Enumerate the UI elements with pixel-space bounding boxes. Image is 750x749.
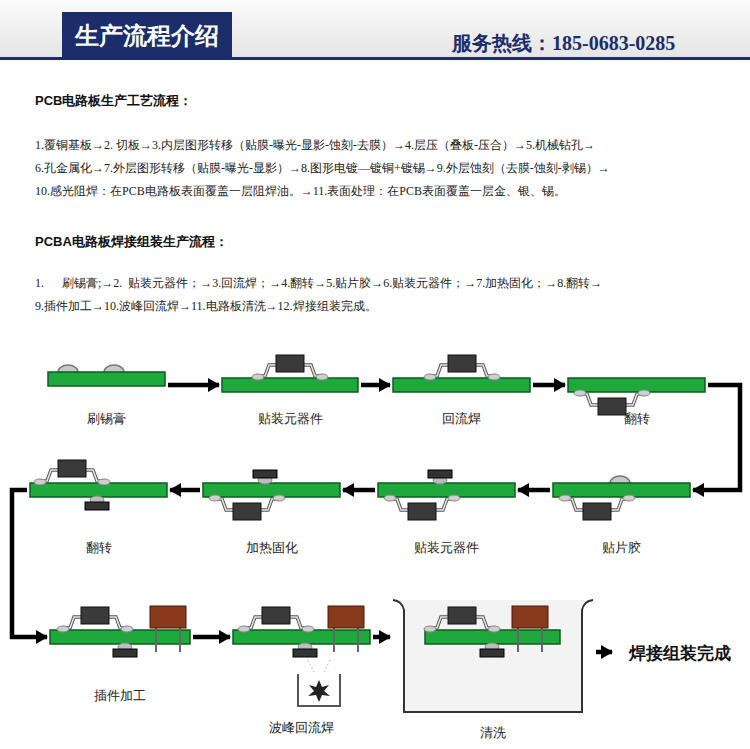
process-step: 加热固化	[203, 465, 340, 557]
flow-arrow	[373, 635, 390, 640]
step-caption: 刷锡膏	[87, 410, 126, 428]
process-step: 贴装元器件	[222, 340, 358, 428]
step-caption: 贴装元器件	[414, 539, 479, 557]
process-step: 翻转	[30, 455, 167, 557]
step-caption: 贴装元器件	[258, 410, 323, 428]
section-heading: PCBA电路板焊接组装生产流程：	[35, 233, 228, 251]
page-title: 生产流程介绍	[75, 12, 219, 60]
flow-arrow	[168, 383, 219, 388]
hotline: 服务热线：185-0683-0285	[452, 30, 675, 57]
flow-arrow	[170, 488, 200, 493]
process-step: 回流焊	[393, 340, 530, 428]
step-caption: 翻转	[624, 410, 650, 428]
flow-arrow	[12, 490, 47, 637]
process-step: 波峰回流焊	[233, 600, 370, 737]
flow-arrow	[518, 488, 550, 493]
process-line: 9.插件加工→10.波峰回流焊→11.电路板清洗→12.焊接组装完成。	[35, 298, 377, 315]
process-step: 贴装元器件	[378, 465, 515, 557]
flow-arrow	[361, 383, 390, 388]
step-caption: 贴片胶	[602, 539, 641, 557]
flow-arrow	[596, 650, 612, 655]
process-step: 翻转	[568, 340, 705, 428]
process-step: 插件加工	[50, 600, 190, 705]
process-step: 清洗	[393, 595, 593, 742]
process-line: 10.感光阻焊：在PCB电路板表面覆盖一层阻焊油。→11.表面处理：在PCB表面…	[35, 183, 566, 200]
flow-arrow	[193, 635, 230, 640]
flow-arrow	[533, 383, 565, 388]
step-caption: 翻转	[86, 539, 112, 557]
process-line: 6.孔金属化→7.外层图形转移（贴膜-曝光-显影）→8.图形电镀—镀铜+镀锡→9…	[35, 160, 610, 177]
process-line: 1. 刷锡膏;→2. 贴装元器件；→3.回流焊；→4.翻转→5.贴片胶→6.贴装…	[35, 275, 602, 292]
flow-arrow	[343, 488, 375, 493]
process-step: 刷锡膏	[48, 340, 165, 428]
flow-arrow	[693, 385, 740, 490]
final-caption: 焊接组装完成	[629, 642, 731, 665]
end-step: 焊接组装完成	[615, 640, 745, 666]
step-caption: 清洗	[480, 724, 506, 742]
process-step: 贴片胶	[553, 465, 690, 557]
step-caption: 回流焊	[442, 410, 481, 428]
section-heading: PCB电路板生产工艺流程：	[35, 92, 192, 110]
process-line: 1.覆铜基板→2. 切板→3.内层图形转移（贴膜-曝光-显影-蚀刻-去膜）→4.…	[35, 137, 595, 154]
step-caption: 加热固化	[246, 539, 298, 557]
step-caption: 波峰回流焊	[269, 719, 334, 737]
step-caption: 插件加工	[94, 687, 146, 705]
